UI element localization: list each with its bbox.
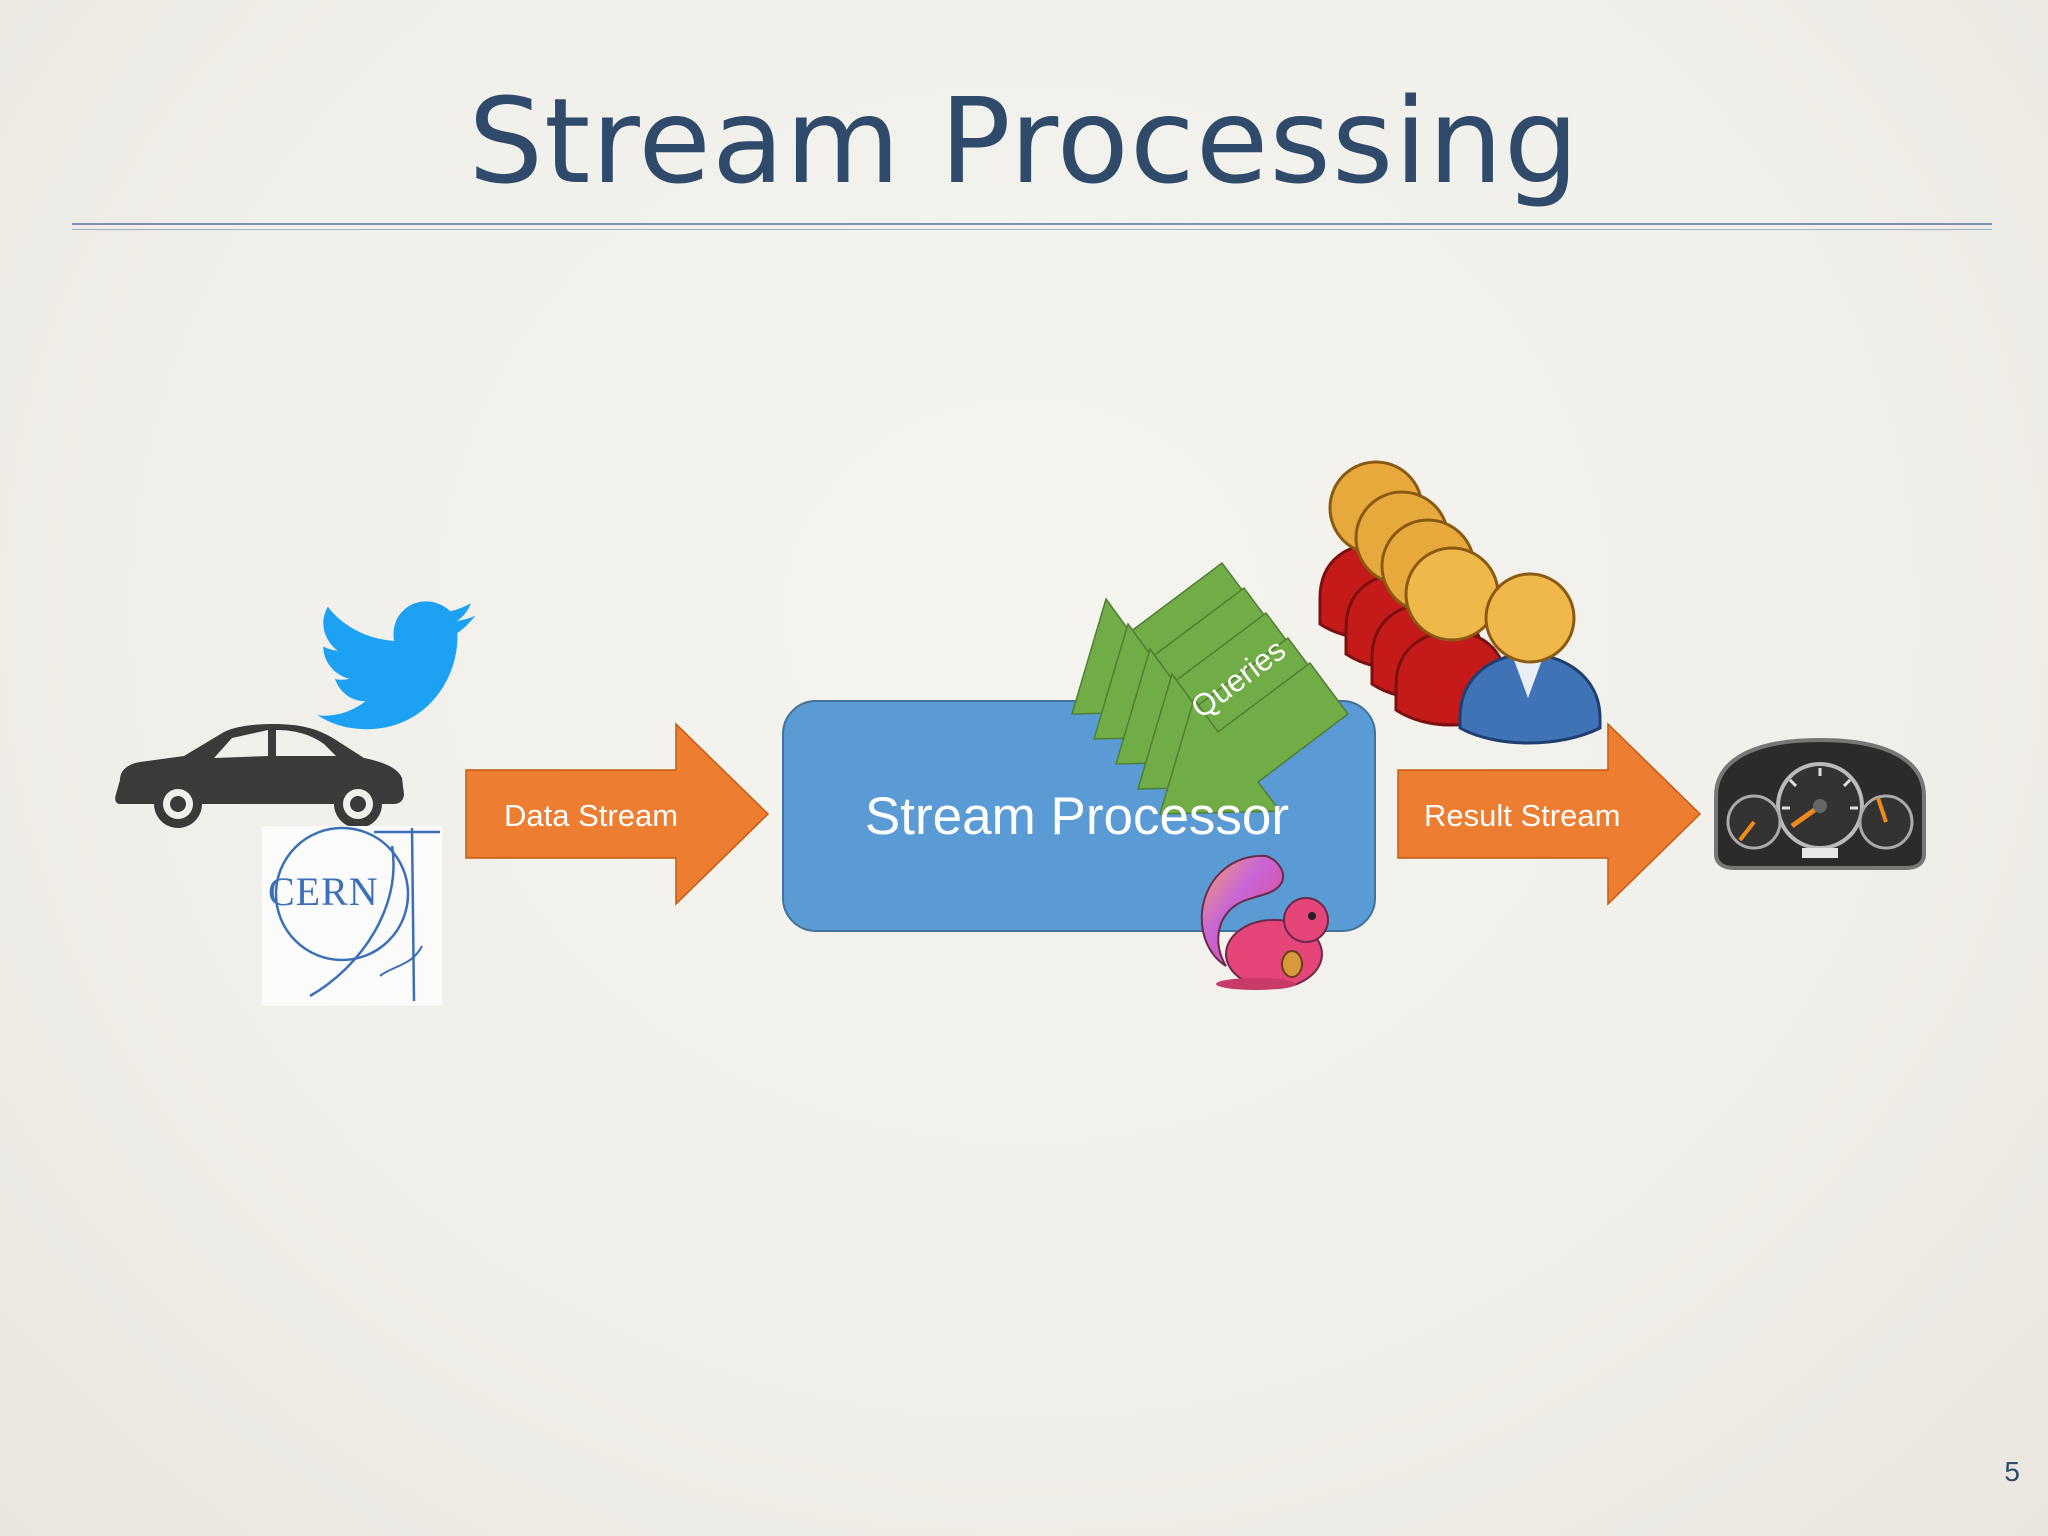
cern-logo-text: CERN bbox=[268, 869, 379, 914]
result-stream-label: Result Stream bbox=[1424, 798, 1621, 833]
queries-arrows bbox=[1070, 561, 1350, 815]
users-group-icon bbox=[1318, 460, 1602, 745]
dashboard-gauge-icon bbox=[1714, 737, 1926, 870]
data-stream-arrow bbox=[465, 722, 770, 906]
title-divider bbox=[72, 223, 1992, 225]
slide-title: Stream Processing bbox=[468, 72, 1580, 210]
title-divider-secondary bbox=[72, 229, 1992, 230]
car-icon bbox=[115, 724, 404, 828]
data-stream-label: Data Stream bbox=[504, 798, 679, 833]
twitter-bird-icon bbox=[317, 601, 476, 730]
page-number: 5 bbox=[2004, 1456, 2020, 1487]
stream-processor-label: Stream Processor bbox=[864, 787, 1290, 846]
result-stream-arrow bbox=[1397, 722, 1702, 906]
cern-logo-icon bbox=[262, 826, 442, 1006]
flink-squirrel-icon bbox=[1200, 854, 1329, 990]
